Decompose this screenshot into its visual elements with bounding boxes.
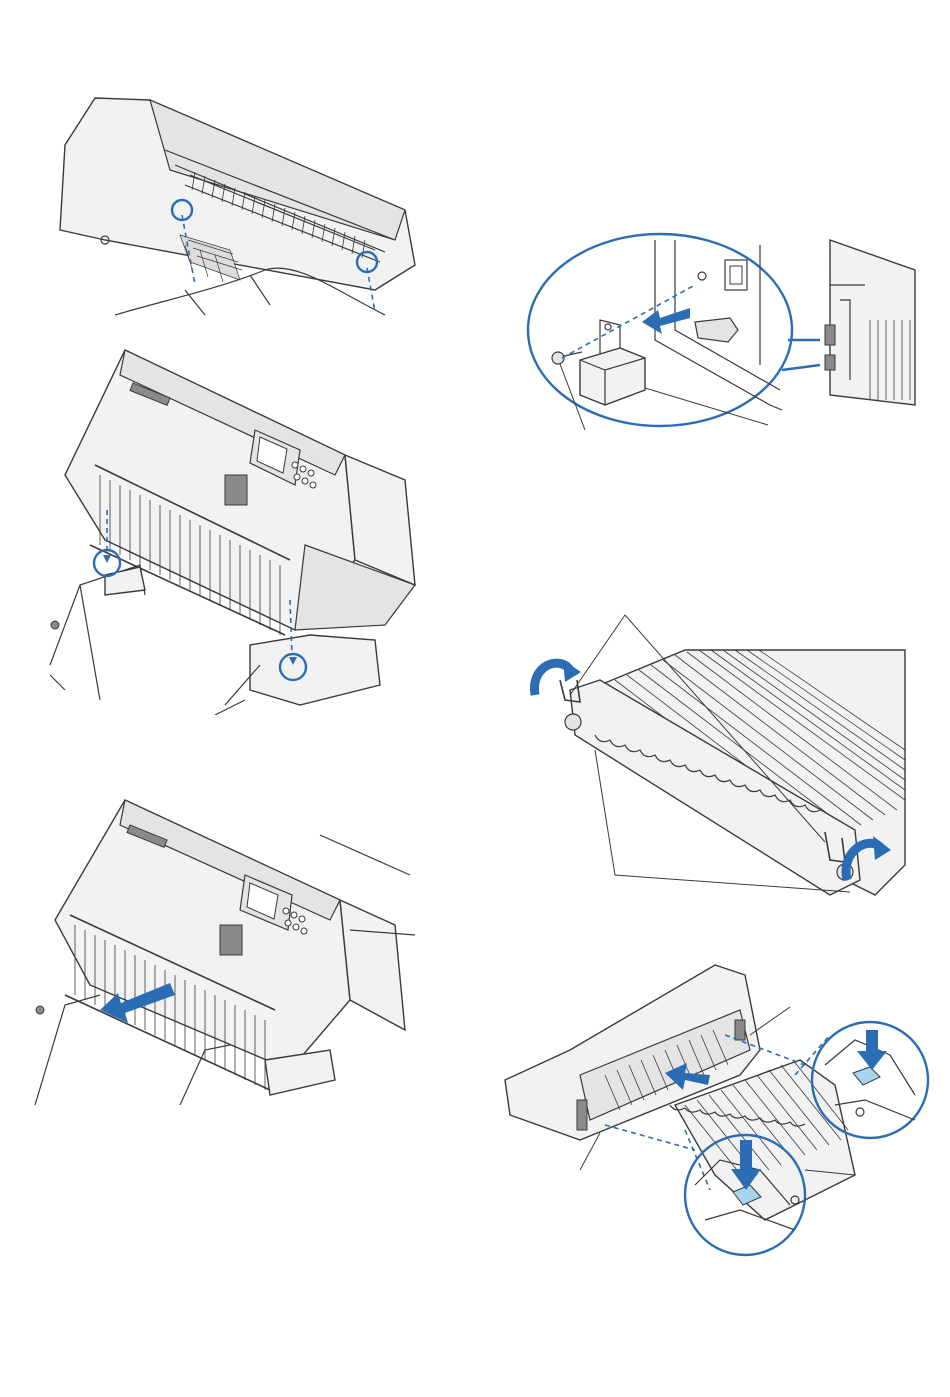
figure-cutter-underside xyxy=(55,90,425,325)
figure-connector-detail xyxy=(520,230,920,460)
cutter-mount-on-stand-icon xyxy=(45,345,420,715)
connector-detail-icon xyxy=(520,230,920,460)
cutter-slide-forward-icon xyxy=(30,795,415,1105)
figure-basket-hooks xyxy=(525,610,915,920)
figure-cutter-slide xyxy=(30,795,415,1105)
figure-cutter-mount xyxy=(45,345,420,715)
basket-hook-rotate-icon xyxy=(525,610,915,920)
figure-basket-attach xyxy=(495,955,935,1260)
basket-attach-icon xyxy=(495,955,935,1260)
cutter-underside-to-stand-icon xyxy=(55,90,425,325)
